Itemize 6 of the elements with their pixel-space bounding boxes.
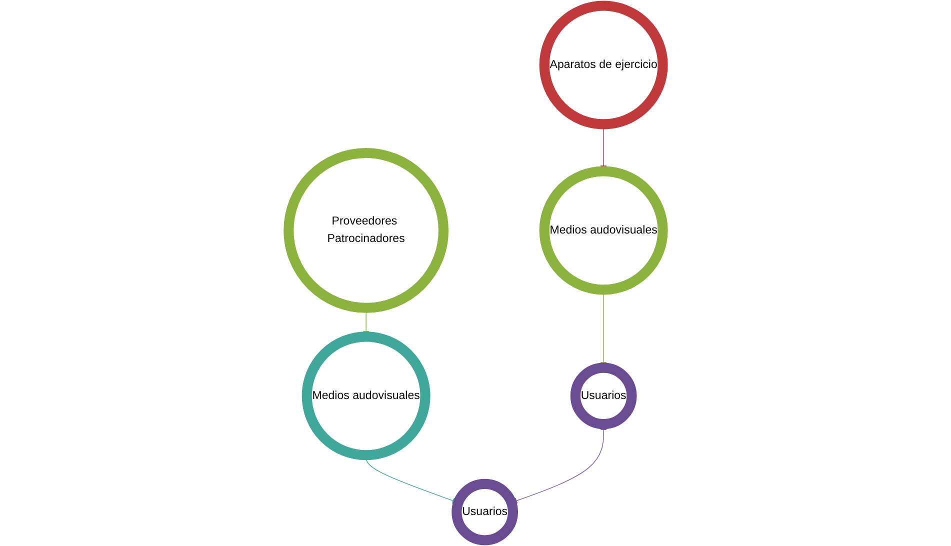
node-circle: Usuarios xyxy=(451,478,518,546)
node-circle: Medios audovisuales xyxy=(302,332,430,460)
node-circle: Proveedores Patrocinadores xyxy=(283,148,448,313)
node-circle: Aparatos de ejercicio xyxy=(539,0,668,130)
node-circle: Medios audovisuales xyxy=(539,166,668,295)
node-circle: Usuarios xyxy=(570,362,637,430)
